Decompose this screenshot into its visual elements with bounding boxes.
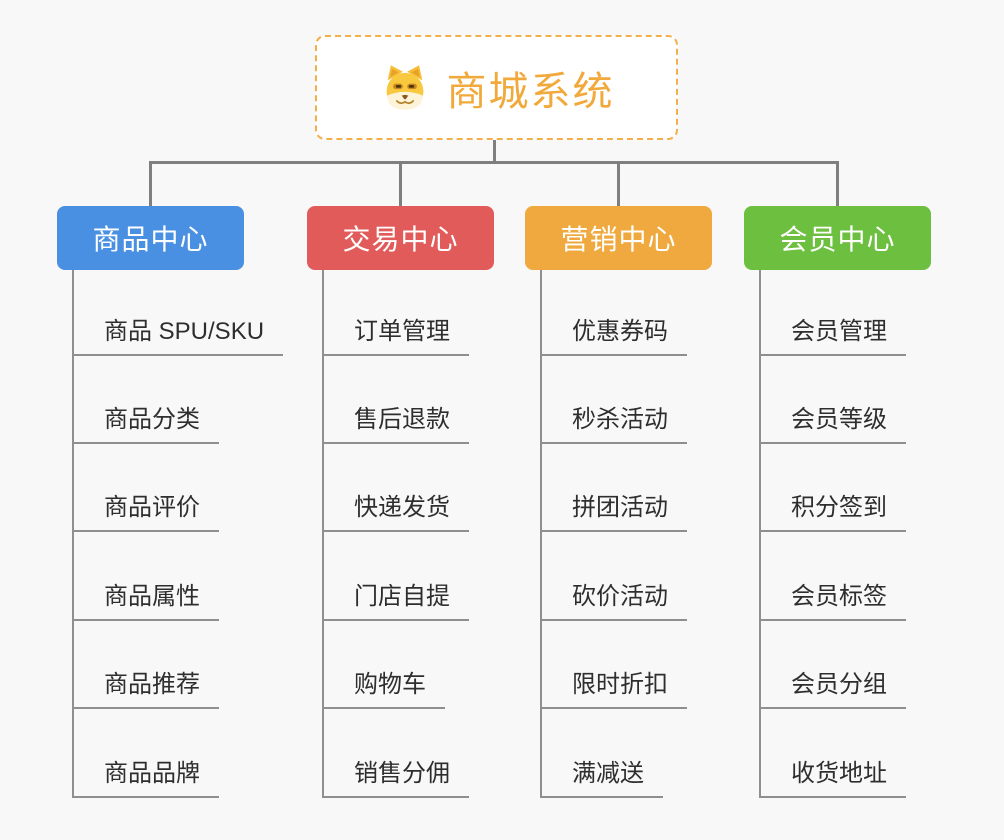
leaf-node[interactable]: 商品分类 bbox=[72, 405, 219, 444]
root-node[interactable]: 商城系统 bbox=[315, 35, 678, 140]
leaf-node[interactable]: 会员等级 bbox=[759, 405, 906, 444]
leaf-node[interactable]: 会员管理 bbox=[759, 317, 906, 356]
leaf-node[interactable]: 优惠券码 bbox=[540, 317, 687, 356]
branch-spine-line bbox=[759, 270, 761, 798]
root-title: 商城系统 bbox=[446, 69, 615, 114]
leaf-node[interactable]: 收货地址 bbox=[759, 759, 906, 798]
branch-spine-line bbox=[322, 270, 324, 798]
leaf-node[interactable]: 商品属性 bbox=[72, 582, 219, 621]
leaf-node[interactable]: 秒杀活动 bbox=[540, 405, 687, 444]
branch-drop-line bbox=[399, 161, 402, 206]
leaf-node[interactable]: 购物车 bbox=[322, 670, 445, 709]
root-connector-line bbox=[493, 140, 496, 164]
leaf-node[interactable]: 拼团活动 bbox=[540, 493, 687, 532]
leaf-node[interactable]: 商品推荐 bbox=[72, 670, 219, 709]
branch-node-1[interactable]: 商品中心 bbox=[57, 206, 244, 270]
leaf-node[interactable]: 商品评价 bbox=[72, 493, 219, 532]
branch-drop-line bbox=[836, 161, 839, 206]
branch-drop-line bbox=[617, 161, 620, 206]
shiba-dog-icon bbox=[379, 62, 431, 114]
leaf-node[interactable]: 商品 SPU/SKU bbox=[72, 317, 284, 356]
leaf-node[interactable]: 快递发货 bbox=[322, 493, 469, 532]
leaf-node[interactable]: 商品品牌 bbox=[72, 759, 219, 798]
leaf-node[interactable]: 门店自提 bbox=[322, 582, 469, 621]
leaf-node[interactable]: 销售分佣 bbox=[322, 759, 469, 798]
leaf-node[interactable]: 售后退款 bbox=[322, 405, 469, 444]
branch-node-2[interactable]: 交易中心 bbox=[307, 206, 494, 270]
leaf-node[interactable]: 限时折扣 bbox=[540, 670, 687, 709]
branch-drop-line bbox=[149, 161, 152, 206]
leaf-node[interactable]: 订单管理 bbox=[322, 317, 469, 356]
leaf-node[interactable]: 会员标签 bbox=[759, 582, 906, 621]
leaf-node[interactable]: 积分签到 bbox=[759, 493, 906, 532]
leaf-node[interactable]: 满减送 bbox=[540, 759, 663, 798]
branch-spine-line bbox=[540, 270, 542, 798]
branch-node-3[interactable]: 营销中心 bbox=[525, 206, 712, 270]
branch-rail-line bbox=[149, 161, 839, 164]
branch-node-4[interactable]: 会员中心 bbox=[744, 206, 931, 270]
leaf-node[interactable]: 会员分组 bbox=[759, 670, 906, 709]
branch-spine-line bbox=[72, 270, 74, 798]
leaf-node[interactable]: 砍价活动 bbox=[540, 582, 687, 621]
